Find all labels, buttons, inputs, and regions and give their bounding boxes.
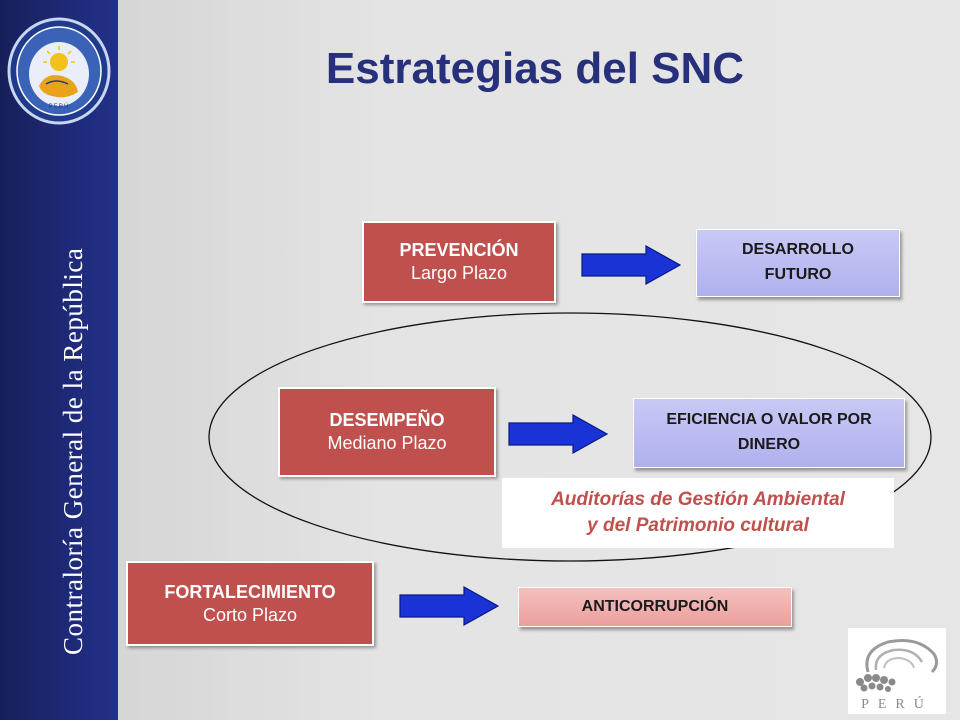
strategy-term: Largo Plazo [410,263,508,283]
outcome-box-desarrollo-futuro: DESARROLLO FUTURO [696,229,900,297]
strategy-term: Mediano Plazo [327,433,447,453]
audit-note-line1: Auditorías de Gestión Ambiental [551,489,845,511]
right-arrow-icon [399,586,499,626]
right-arrow-icon [508,414,608,454]
seal-bottom-text: PERÚ [49,103,70,110]
strategy-title: FORTALECIMIENTO [164,581,336,602]
strategy-box-desempeno: DESEMPEÑO Mediano Plazo [278,387,496,477]
outcome-box-eficiencia: EFICIENCIA O VALOR POR DINERO [633,398,905,468]
right-arrow-icon [581,245,681,285]
strategy-title: DESEMPEÑO [329,410,445,430]
outcome-label: EFICIENCIA O VALOR POR DINERO [666,411,872,453]
peru-brand-logo: PERÚ [848,628,946,714]
audit-note: Auditorías de Gestión Ambiental y del Pa… [502,478,894,548]
sidebar: PERÚ Contraloría General de la República [0,0,118,720]
strategy-term: Corto Plazo [202,604,298,625]
outcome-box-anticorrupcion: ANTICORRUPCIÓN [518,587,792,627]
strategy-title: PREVENCIÓN [399,240,519,260]
peru-logo-text: PERÚ [861,695,933,712]
audit-note-line2: y del Patrimonio cultural [587,515,809,536]
peru-spiral-icon: PERÚ [856,639,939,712]
strategy-box-prevencion: PREVENCIÓN Largo Plazo [362,221,556,303]
outcome-label: DESARROLLO FUTURO [742,241,854,283]
outcome-label: ANTICORRUPCIÓN [581,598,729,615]
page-title: Estrategias del SNC [325,44,745,93]
strategy-box-fortalecimiento: FORTALECIMIENTO Corto Plazo [126,561,374,646]
contraloria-seal-logo: PERÚ [7,17,111,125]
